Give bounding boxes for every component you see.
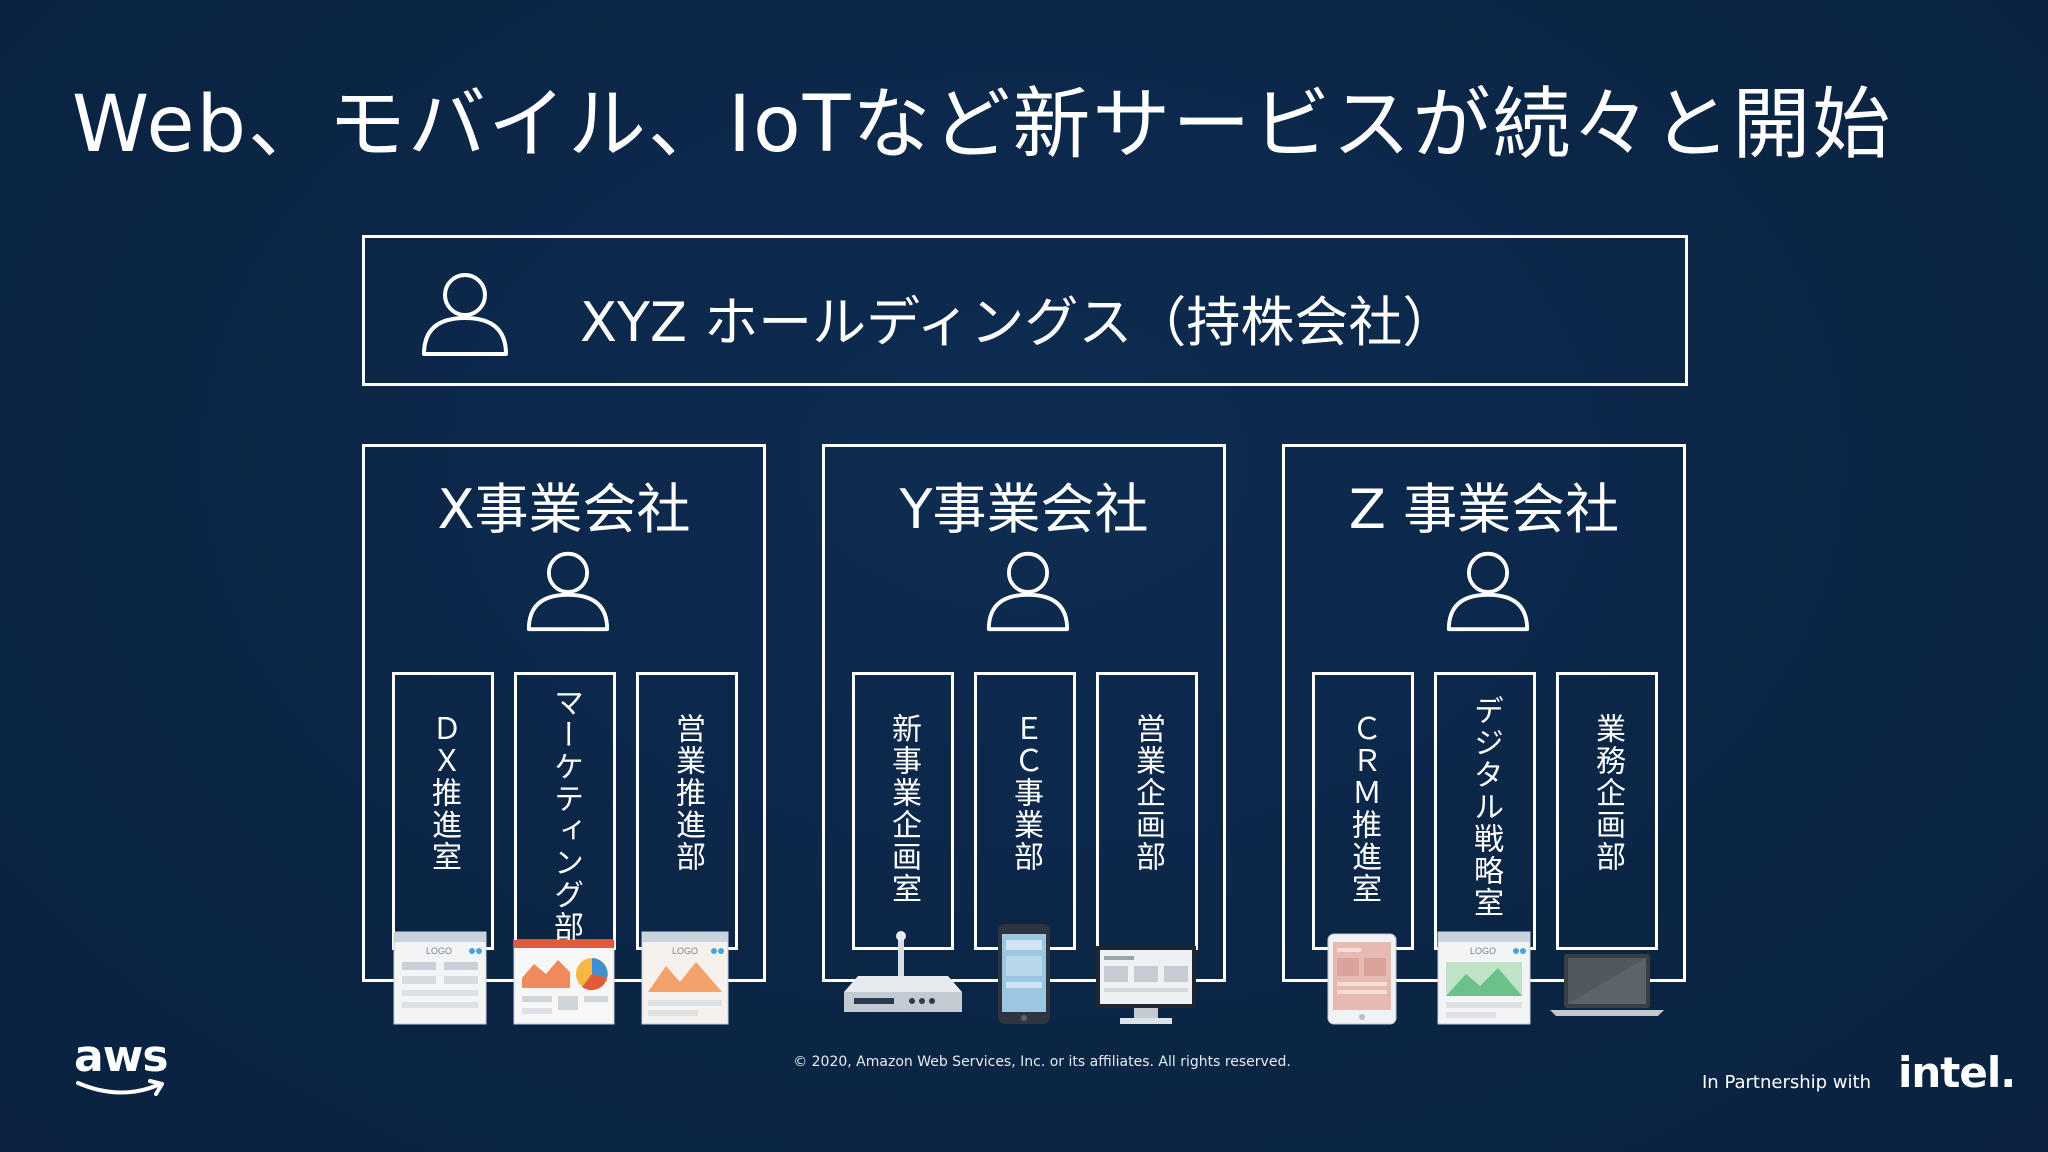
partnership-text: In Partnership with <box>1702 1072 1871 1093</box>
department-box: ＣＲＭ推進室 <box>1312 672 1414 950</box>
person-icon <box>526 551 610 632</box>
person-icon <box>986 551 1070 632</box>
department-label: マーケティング部 <box>548 687 583 943</box>
company-box-z: Z 事業会社 ＣＲＭ推進室 デジタル戦略室 業務企画部 <box>1282 444 1686 982</box>
department-label: 営業企画部 <box>1130 713 1165 873</box>
slide-title: Web、モバイル、IoTなど新サービスが続々と開始 <box>72 80 1893 170</box>
department-box: ＤＸ推進室 <box>392 672 494 950</box>
department-box: 新事業企画室 <box>852 672 954 950</box>
department-box: 業務企画部 <box>1556 672 1658 950</box>
department-label: 営業推進部 <box>670 713 705 873</box>
website-mockup-icon: LOGO <box>393 931 487 1025</box>
department-label: デジタル戦略室 <box>1468 695 1503 919</box>
department-label: ＥＣ事業部 <box>1008 713 1043 873</box>
intel-logo: intel. <box>1898 1048 2016 1097</box>
logo-text: LOGO <box>672 946 698 956</box>
person-icon <box>1446 551 1530 632</box>
company-box-y: Y事業会社 新事業企画室 ＥＣ事業部 営業企画部 <box>822 444 1226 982</box>
aws-logo-text: aws <box>74 1031 169 1082</box>
tablet-icon <box>1327 933 1397 1025</box>
department-box: ＥＣ事業部 <box>974 672 1076 950</box>
department-label: 業務企画部 <box>1590 713 1625 873</box>
logo-text: LOGO <box>1470 946 1496 956</box>
router-icon <box>844 931 962 1012</box>
company-title-y: Y事業会社 <box>899 478 1149 541</box>
website-mockup-icon: LOGO <box>641 931 729 1025</box>
holding-company-label: XYZ ホールディングス（持株会社） <box>580 291 1457 354</box>
department-box: 営業企画部 <box>1096 672 1198 950</box>
holding-company-box: XYZ ホールディングス（持株会社） <box>362 235 1688 386</box>
department-box: マーケティング部 <box>514 672 616 950</box>
department-label: ＣＲＭ推進室 <box>1346 713 1381 905</box>
department-label: 新事業企画室 <box>886 713 921 905</box>
department-box: デジタル戦略室 <box>1434 672 1536 950</box>
aws-logo: aws <box>74 1031 169 1101</box>
website-mockup-icon: LOGO <box>1437 931 1531 1025</box>
laptop-icon <box>1550 954 1664 1016</box>
department-label: ＤＸ推進室 <box>426 713 461 873</box>
person-icon <box>422 273 508 356</box>
desktop-monitor-icon <box>1096 946 1196 1024</box>
department-box: 営業推進部 <box>636 672 738 950</box>
logo-text: LOGO <box>426 946 452 956</box>
analytics-dashboard-icon <box>513 939 615 1025</box>
company-box-x: X事業会社 ＤＸ推進室 マーケティング部 営業推進部 <box>362 444 766 982</box>
aws-smile-icon <box>76 1079 164 1096</box>
copyright-text: © 2020, Amazon Web Services, Inc. or its… <box>793 1054 1291 1070</box>
smartphone-icon <box>998 924 1050 1024</box>
company-title-x: X事業会社 <box>437 478 691 541</box>
company-title-z: Z 事業会社 <box>1348 478 1620 541</box>
